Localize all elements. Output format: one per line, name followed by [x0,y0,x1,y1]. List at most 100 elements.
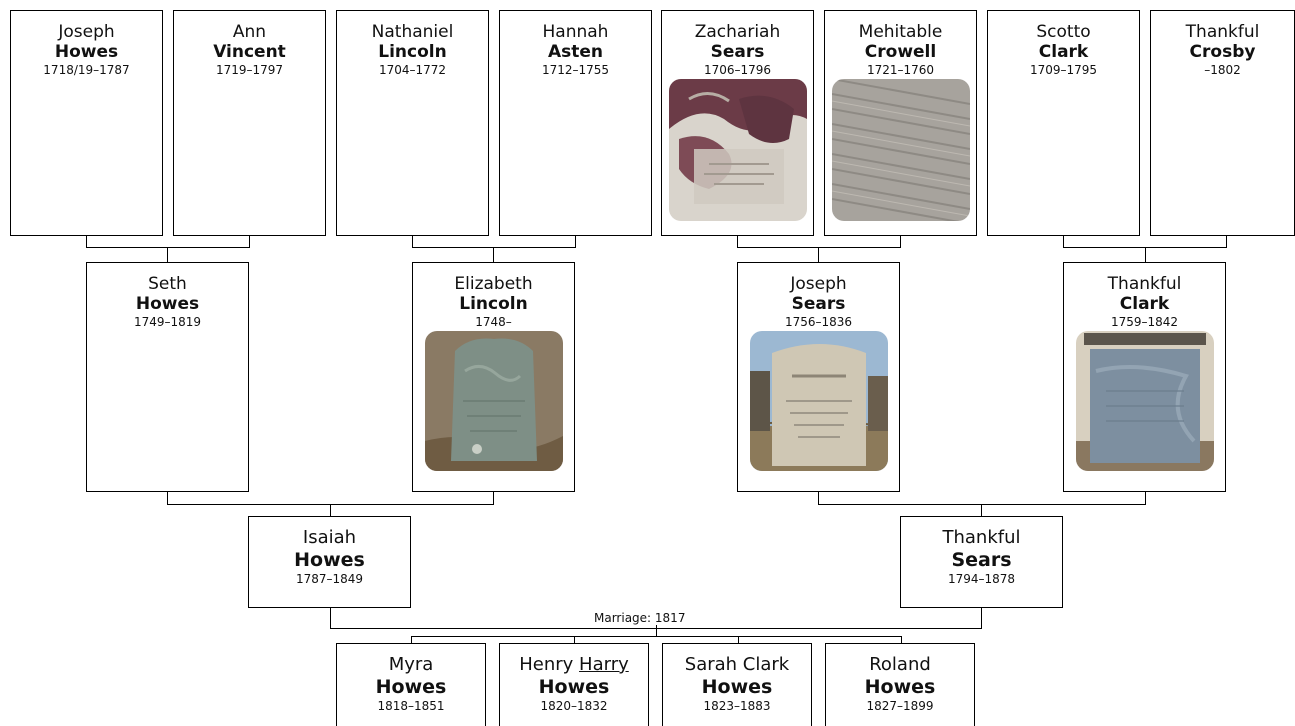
life-dates: 1704–1772 [337,63,488,78]
person-card-ann-vincent[interactable]: Ann Vincent 1719–1797 [173,10,326,236]
surname: Howes [337,676,485,698]
connector-line [493,247,494,262]
surname: Howes [249,549,410,571]
life-dates: 1794–1878 [901,571,1062,588]
connector-line [981,504,982,516]
connector-line [738,636,739,643]
nickname: Harry [579,654,629,675]
person-card-thankful-crosby[interactable]: Thankful Crosby –1802 [1150,10,1295,236]
connector-line [574,636,575,643]
connector-line [1145,247,1146,262]
person-card-thankful-clark[interactable]: Thankful Clark 1759–1842 [1063,262,1226,492]
life-dates: 1787–1849 [249,571,410,588]
connector-line [167,492,168,504]
connector-line [818,492,819,504]
connector-line [575,236,576,247]
life-dates: 1721–1760 [825,63,976,78]
connector-line [737,247,901,248]
connector-line [411,636,902,637]
person-card-nathaniel-lincoln[interactable]: Nathaniel Lincoln 1704–1772 [336,10,489,236]
gravestone-photo[interactable] [1076,331,1214,471]
person-card-joseph-howes[interactable]: Joseph Howes 1718/19–1787 [10,10,163,236]
person-card-henry-howes[interactable]: Henry Harry Howes 1820–1832 [499,643,649,726]
person-card-roland-howes[interactable]: Roland Howes 1827–1899 [825,643,975,726]
surname: Sears [901,549,1062,571]
gravestone-photo[interactable] [832,79,970,221]
connector-line [1226,236,1227,247]
gravestone-photo[interactable] [425,331,563,471]
person-card-thankful-sears[interactable]: Thankful Sears 1794–1878 [900,516,1063,608]
connector-line [412,236,413,247]
surname: Howes [500,676,648,698]
life-dates: 1706–1796 [662,63,813,78]
given-name: Zachariah [662,22,813,42]
life-dates: 1718/19–1787 [11,63,162,78]
surname: Lincoln [337,42,488,63]
person-card-sarah-clark-howes[interactable]: Sarah Clark Howes 1823–1883 [662,643,812,726]
connector-line [900,236,901,247]
given-name: Elizabeth [413,274,574,294]
surname: Clark [1064,294,1225,315]
life-dates: 1719–1797 [174,63,325,78]
connector-line [167,247,168,262]
given-name: Nathaniel [337,22,488,42]
connector-line [86,236,87,247]
connector-line [330,504,331,516]
given-name: Hannah [500,22,651,42]
person-card-mehitable-crowell[interactable]: Mehitable Crowell 1721–1760 [824,10,977,236]
connector-line [1145,492,1146,504]
given-name: Roland [826,654,974,676]
connector-line [412,247,576,248]
life-dates: 1712–1755 [500,63,651,78]
person-card-elizabeth-lincoln[interactable]: Elizabeth Lincoln 1748– [412,262,575,492]
life-dates: 1759–1842 [1064,315,1225,330]
person-card-joseph-sears[interactable]: Joseph Sears 1756–1836 [737,262,900,492]
life-dates: 1749–1819 [87,315,248,330]
surname: Crosby [1151,42,1294,63]
connector-line [86,247,250,248]
connector-line [1063,236,1064,247]
given-name: Isaiah [249,527,410,549]
surname: Lincoln [413,294,574,315]
connector-line [981,608,982,629]
person-card-myra-howes[interactable]: Myra Howes 1818–1851 [336,643,486,726]
given-name: Joseph [11,22,162,42]
life-dates: 1818–1851 [337,698,485,715]
given-name: Myra [337,654,485,676]
person-card-isaiah-howes[interactable]: Isaiah Howes 1787–1849 [248,516,411,608]
given-name: Seth [87,274,248,294]
gravestone-photo[interactable] [750,331,888,471]
connector-line [737,236,738,247]
connector-line [249,236,250,247]
surname: Howes [87,294,248,315]
life-dates: 1709–1795 [988,63,1139,78]
surname: Crowell [825,42,976,63]
person-card-seth-howes[interactable]: Seth Howes 1749–1819 [86,262,249,492]
person-card-scotto-clark[interactable]: Scotto Clark 1709–1795 [987,10,1140,236]
surname: Clark [988,42,1139,63]
life-dates: 1820–1832 [500,698,648,715]
given-name: Henry Harry [500,654,648,676]
surname: Howes [663,676,811,698]
given-name: Thankful [901,527,1062,549]
given-name: Sarah Clark [663,654,811,676]
life-dates: –1802 [1151,63,1294,78]
connector-line [818,504,1146,505]
gravestone-photo[interactable] [669,79,807,221]
surname: Vincent [174,42,325,63]
person-card-zachariah-sears[interactable]: Zachariah Sears 1706–1796 [661,10,814,236]
surname: Sears [738,294,899,315]
life-dates: 1748– [413,315,574,330]
connector-line [411,636,412,643]
connector-line [818,247,819,262]
life-dates: 1823–1883 [663,698,811,715]
person-card-hannah-asten[interactable]: Hannah Asten 1712–1755 [499,10,652,236]
given-name: Ann [174,22,325,42]
given-name-text: Henry [519,654,573,675]
given-name: Thankful [1151,22,1294,42]
surname: Howes [11,42,162,63]
given-name: Joseph [738,274,899,294]
life-dates: 1827–1899 [826,698,974,715]
surname: Sears [662,42,813,63]
connector-line [330,608,331,629]
